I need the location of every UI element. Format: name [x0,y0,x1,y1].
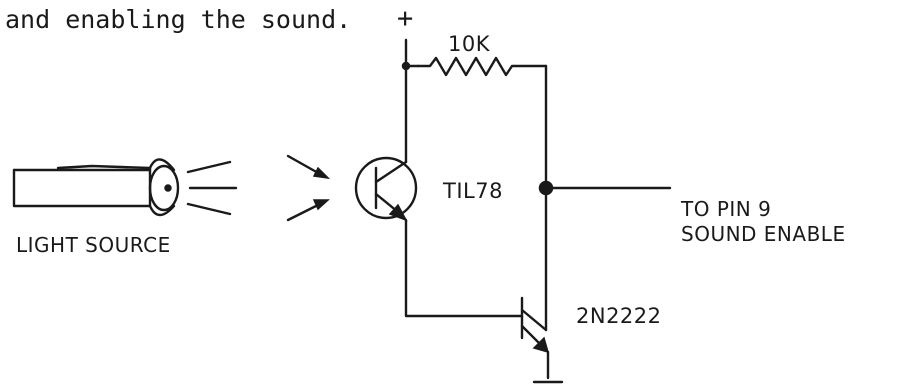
caption-text: and enabling the sound. [5,5,352,34]
phototransistor-emitter-wire [404,218,524,318]
light-rays [186,160,238,216]
flashlight-icon [12,158,180,217]
phototransistor-label: TIL78 [443,179,503,203]
resistor-label: 10K [448,32,490,56]
incident-light-arrows [286,154,331,222]
phototransistor-symbol [354,156,418,222]
transistor-label: 2N2222 [576,304,662,328]
npn-transistor-symbol [520,296,550,380]
supply-plus-label: + [397,3,414,34]
output-label-line1: TO PIN 9 [681,197,772,221]
resistor-symbol [416,56,548,77]
output-label-line2: SOUND ENABLE [681,222,846,246]
supply-rail-wire [404,38,420,68]
light-source-label: LIGHT SOURCE [16,233,171,257]
